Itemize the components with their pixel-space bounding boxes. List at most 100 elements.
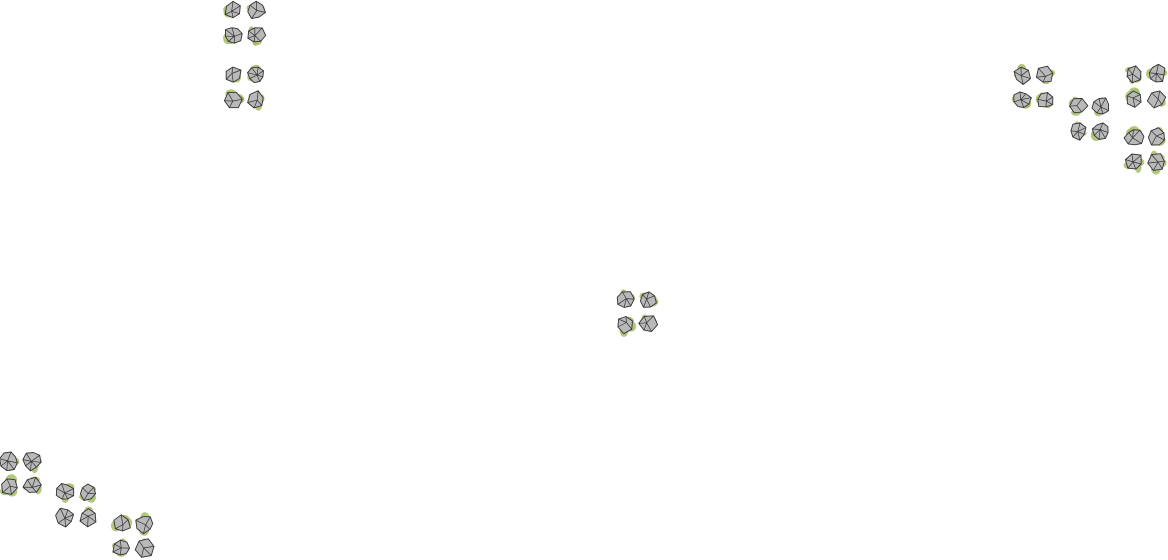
shrub-body <box>1037 92 1054 108</box>
cluster-top-right-a[interactable] <box>1011 63 1056 109</box>
shrub-facets <box>1150 130 1165 146</box>
shrub-facets <box>1013 91 1032 108</box>
shrub-icon[interactable] <box>0 451 20 472</box>
shrub-facets <box>225 67 242 83</box>
shrub-icon[interactable] <box>247 90 265 111</box>
shrub-facets <box>2 478 18 495</box>
shrub-facets <box>1127 94 1142 108</box>
shrub-icon[interactable] <box>639 291 659 308</box>
shrub-body <box>639 291 657 308</box>
shrub-icon[interactable] <box>1091 97 1110 117</box>
shrub-body <box>1148 63 1166 83</box>
shrub-facets <box>135 516 151 534</box>
shrub-facets <box>1069 98 1083 113</box>
shrub-facets <box>1037 92 1053 107</box>
shrub-facets <box>1036 68 1053 83</box>
shrub-body <box>1126 65 1142 84</box>
shrub-icon[interactable] <box>79 483 97 503</box>
shrub-icon[interactable] <box>22 476 42 495</box>
shrub-facets <box>225 1 241 18</box>
shrub-facets <box>642 291 655 308</box>
shrub-icon[interactable] <box>111 514 133 532</box>
shrub-facets <box>22 477 42 493</box>
shrub-facets <box>0 451 18 471</box>
shrub-icon[interactable] <box>1090 122 1109 141</box>
cluster-top-right-c[interactable] <box>1125 63 1168 109</box>
shrub-icon[interactable] <box>1068 96 1089 116</box>
shrub-icon[interactable] <box>1147 150 1167 175</box>
shrub-icon[interactable] <box>111 538 131 557</box>
shrub-facets <box>1125 153 1142 170</box>
shrub-facets <box>57 508 74 528</box>
shrub-body <box>247 27 267 43</box>
shrub-icon[interactable] <box>1070 121 1087 141</box>
shrub-icon[interactable] <box>247 64 264 84</box>
shrub-icon[interactable] <box>135 512 154 536</box>
shrub-icon[interactable] <box>616 289 636 308</box>
shrub-icon[interactable] <box>223 89 245 109</box>
shrub-facets <box>138 540 155 558</box>
shrub-facets <box>115 514 129 532</box>
shrub-body <box>1069 98 1089 114</box>
shrub-facets <box>1126 65 1141 83</box>
shrub-facets <box>1151 90 1163 109</box>
shrub-facets <box>249 1 266 19</box>
shrub-icon[interactable] <box>1011 91 1032 109</box>
shrub-icon[interactable] <box>246 0 266 20</box>
shrub-facets <box>617 291 635 308</box>
shrub-facets <box>1149 64 1164 82</box>
shrub-icon[interactable] <box>55 507 75 528</box>
cluster-bottom-left-c[interactable] <box>111 512 155 558</box>
cluster-top-right-d[interactable] <box>1123 126 1167 175</box>
shrub-body <box>55 482 75 500</box>
shrub-facets <box>224 92 243 108</box>
shrub-icon[interactable] <box>223 0 241 19</box>
shrub-facets <box>247 90 263 109</box>
shrub-icon[interactable] <box>1035 65 1056 85</box>
shrub-facets <box>1092 122 1109 140</box>
shrub-icon[interactable] <box>638 314 659 332</box>
shrub-icon[interactable] <box>1125 87 1142 108</box>
cluster-top-left-b[interactable] <box>223 64 265 111</box>
shrub-facets <box>247 27 263 42</box>
shrub-icon[interactable] <box>1013 63 1031 85</box>
shrub-icon[interactable] <box>223 27 243 45</box>
shrub-facets <box>1070 122 1087 141</box>
shrub-icon[interactable] <box>1123 153 1145 173</box>
shrub-icon[interactable] <box>617 316 637 337</box>
shrub-facets <box>56 483 74 500</box>
shrub-facets <box>79 512 97 527</box>
shrub-facets <box>617 316 633 330</box>
shrub-body <box>135 516 154 535</box>
shrub-icon[interactable] <box>55 482 75 504</box>
shrub-facets <box>1147 154 1165 171</box>
shrub-facets <box>1093 97 1109 115</box>
shrub-facets <box>1013 67 1031 85</box>
shrub-icon[interactable] <box>247 26 267 46</box>
shrub-icon[interactable] <box>79 506 97 528</box>
cluster-top-left-a[interactable] <box>223 0 267 46</box>
shrub-icon[interactable] <box>1146 63 1168 83</box>
shrub-facets <box>247 67 264 82</box>
shrub-facets <box>22 453 41 471</box>
shrub-icon[interactable] <box>1035 92 1054 109</box>
shrub-icon[interactable] <box>1147 126 1166 146</box>
shrub-body <box>79 483 97 502</box>
shrub-facets <box>225 27 243 44</box>
shrub-icon[interactable] <box>1123 126 1145 146</box>
shrub-icon[interactable] <box>22 452 43 474</box>
cluster-bottom-left-a[interactable] <box>0 451 43 497</box>
shrub-icon[interactable] <box>225 66 242 83</box>
shrub-icon[interactable] <box>0 474 18 497</box>
shrub-icon[interactable] <box>1125 65 1142 84</box>
cluster-top-right-b[interactable] <box>1068 96 1110 141</box>
shrub-facets <box>112 540 130 555</box>
cluster-center[interactable] <box>616 289 659 337</box>
cluster-bottom-left-b[interactable] <box>55 482 97 528</box>
shrub-icon[interactable] <box>134 538 155 558</box>
shrub-icon[interactable] <box>1146 90 1167 109</box>
shrub-facets <box>82 487 96 501</box>
